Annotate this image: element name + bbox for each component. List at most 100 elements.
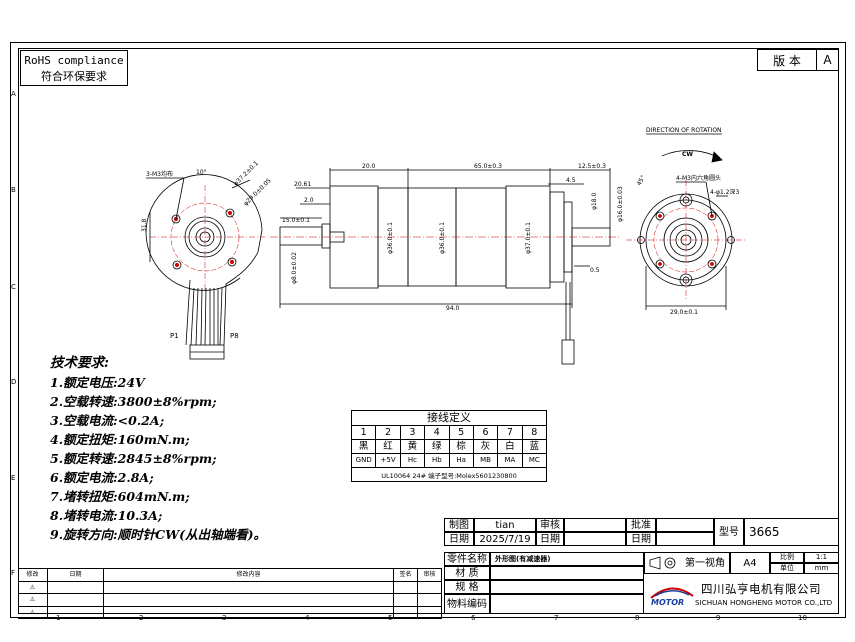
dim-label: φ16.0±0.03 [617, 186, 624, 222]
revision-header-row: 修改 日期 修改内容 签名 审核 [18, 568, 442, 582]
margin-number: 8 [635, 614, 640, 622]
revision-warning-icon: ⚠ [18, 594, 48, 606]
dim-label: 20.0 [362, 163, 376, 170]
dim-label: 15.0±0.1 [282, 217, 310, 224]
version-label: 版 本 [758, 50, 817, 70]
check-label: 审核 [536, 518, 564, 532]
version-value: A [823, 53, 832, 67]
tech-item: 6.额定电流:2.8A; [50, 470, 154, 485]
version-box: 版 本 A [757, 49, 839, 71]
wire-color: 绿 [425, 440, 450, 453]
wire-color: 灰 [474, 440, 499, 453]
side-view [270, 168, 620, 365]
revision-row: ⚠ [18, 594, 442, 607]
wire-color: 蓝 [529, 441, 540, 452]
projection-box: 第一视角 [644, 552, 730, 574]
margin-number: 7 [554, 614, 559, 622]
approve-date-value [656, 532, 714, 546]
rohs-line2: 符合环保要求 [41, 70, 107, 83]
wiring-footer: UL10064 24# 端子型号:Molex5601230800 [381, 472, 517, 480]
front-screws-label: 3-M3均布 [146, 170, 173, 178]
tech-item: 9.旋转方向:顺时针CW(从出轴端看)。 [50, 527, 266, 542]
margin-number: 4 [305, 614, 310, 622]
approve-value [656, 518, 714, 532]
scale-label: 比例 [770, 552, 804, 563]
margin-number: 5 [388, 614, 393, 622]
revision-table: 修改 日期 修改内容 签名 审核 ⚠ ⚠ ⚠ [18, 568, 442, 619]
drawn-value: tian [474, 518, 536, 532]
revision-header: 签名 [394, 569, 418, 581]
drawing-inner-frame [18, 48, 839, 614]
drawn-label: 制图 [444, 518, 474, 532]
rotation-label: DIRECTION OF ROTATION [646, 127, 722, 134]
wire-signal: GND [352, 454, 377, 467]
rear-view [626, 133, 746, 310]
revision-header: 修改 [18, 569, 48, 581]
code-label: 物料编码 [444, 594, 490, 614]
revision-row: ⚠ [18, 581, 442, 594]
wire-number: 1 [352, 426, 377, 439]
unit-label: 单位 [770, 563, 804, 574]
wire-number: 7 [498, 426, 523, 439]
margin-letter-d: D [11, 378, 17, 386]
dim-label: 0.5 [590, 267, 600, 274]
margin-letter-a: A [11, 90, 16, 98]
dim-label: 20.61 [294, 181, 311, 188]
tech-heading: 技术要求: [50, 355, 109, 371]
wire-color: 白 [498, 440, 523, 453]
rohs-box: RoHS compliance 符合环保要求 [20, 50, 128, 86]
margin-number: 1 [56, 614, 61, 622]
dim-label: φ36.0±0.1 [439, 222, 446, 254]
part-label: 零件名称 [444, 552, 490, 566]
tech-item: 7.堵转扭矩:604mN.m; [50, 489, 190, 504]
material-label: 材 质 [444, 566, 490, 580]
tech-item: 3.空载电流:<0.2A; [50, 413, 165, 428]
wire-color: 黄 [401, 440, 426, 453]
revision-header: 日期 [48, 569, 104, 581]
margin-number: 6 [471, 614, 476, 622]
unit-value: mm [804, 563, 839, 574]
wire-number: 3 [401, 426, 426, 439]
revision-header: 审核 [418, 569, 442, 581]
wire-number: 6 [474, 426, 499, 439]
wire-signal: MC [528, 456, 540, 464]
rear-screws-label: 4-M3内六角圆头 [676, 174, 721, 182]
dim-label: 4.5 [566, 177, 576, 184]
wire-signal: MA [498, 454, 523, 467]
scale-value: 1:1 [804, 552, 839, 563]
margin-letter-b: B [11, 186, 16, 194]
check-date-label: 日期 [536, 532, 564, 546]
cw-label: CW [682, 151, 693, 158]
date-value: 2025/7/19 [474, 532, 536, 546]
company-logo-icon [650, 587, 694, 599]
wiring-title: 接线定义 [352, 411, 546, 426]
dim-label: 94.0 [446, 305, 460, 312]
revision-warning-icon: ⚠ [18, 581, 48, 593]
approve-date-label: 日期 [626, 532, 656, 546]
revision-warning-icon: ⚠ [18, 606, 48, 618]
model-value: 3665 [744, 518, 839, 546]
margin-number: 2 [139, 614, 144, 622]
front-angle-label: 10° [196, 169, 207, 176]
projection-label: 第一视角 [685, 557, 725, 569]
wire-signal: MB [474, 454, 499, 467]
company-block: MOTOR 四川弘亨电机有限公司 SICHUAN HONGHENG MOTOR … [645, 580, 839, 614]
revision-header: 修改内容 [104, 569, 394, 581]
tech-item: 5.额定转速:2845±8%rpm; [50, 451, 217, 466]
dim-label: 12.5±0.3 [578, 163, 606, 170]
margin-letter-f: F [11, 569, 16, 577]
tech-item: 4.额定扭矩:160mN.m; [50, 432, 190, 447]
front-dia1-label: φ37.2±0.1 [232, 160, 260, 188]
dim-label: 65.0±0.3 [474, 163, 502, 170]
dim-label: 2.0 [304, 197, 314, 204]
dim-label: φ37.0±0.1 [525, 222, 532, 254]
company-logo-text: MOTOR [651, 598, 685, 607]
drawing-outer-frame [10, 42, 846, 618]
margin-number: 3 [222, 614, 227, 622]
wire-signal: Ha [450, 454, 474, 467]
check-value [564, 518, 626, 532]
wire-number: 8 [531, 427, 538, 438]
size-value: A4 [730, 552, 770, 574]
